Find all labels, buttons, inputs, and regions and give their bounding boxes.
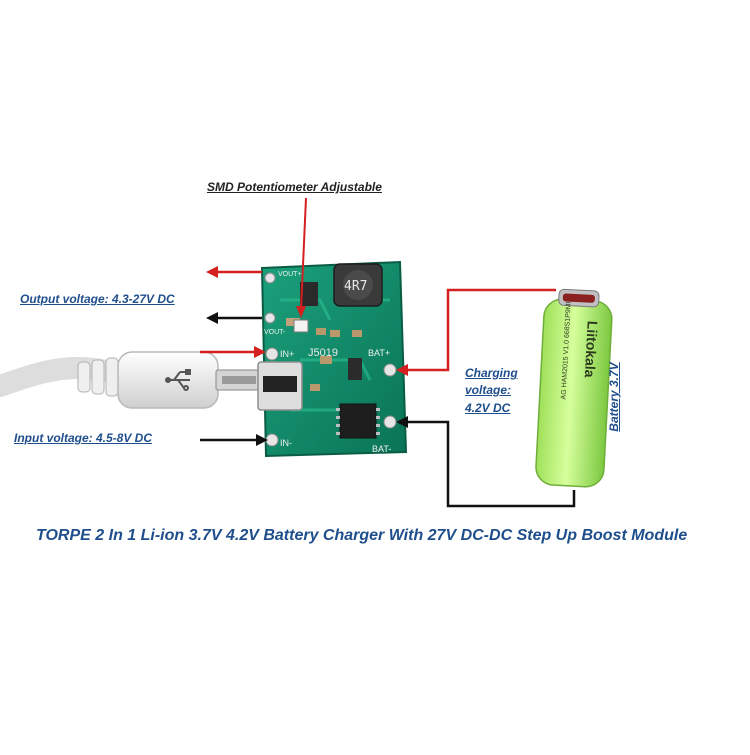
inductor-code: 4R7 — [344, 279, 367, 294]
pad-bat-plus-label: BAT+ — [368, 348, 390, 358]
usb-cable — [0, 352, 262, 408]
pad-vout-minus-label: VOUT- — [264, 329, 286, 336]
product-title: TORPE 2 In 1 Li-ion 3.7V 4.2V Battery Ch… — [36, 527, 687, 545]
output-positive-arrow — [206, 266, 218, 278]
battery-cell: Liitokala AG HAM2015 V1.0 668S1P9MI — [535, 288, 613, 487]
output-negative-arrow — [206, 312, 218, 324]
pad-vout-plus-label: VOUT+ — [278, 271, 302, 278]
chip-label: J5019 — [308, 347, 338, 359]
output-voltage-label: Output voltage: 4.3-27V DC — [20, 292, 175, 306]
input-voltage-label: Input voltage: 4.5-8V DC — [14, 431, 152, 445]
charging-voltage-label-line3: 4.2V DC — [465, 401, 510, 415]
pad-in-plus-label: IN+ — [280, 349, 294, 359]
pcb-board: 4R7 J5019 IN+ IN- BAT+ BAT- VOUT+ VOUT- — [258, 262, 406, 456]
pad-in-minus-label: IN- — [280, 438, 292, 448]
pad-bat-minus-label: BAT- — [372, 444, 391, 454]
battery-label: Battery 3.7V — [607, 352, 621, 442]
potentiometer-label: SMD Potentiometer Adjustable — [207, 180, 382, 194]
charging-voltage-label-line2: voltage: — [465, 383, 511, 397]
charging-voltage-label-line1: Charging — [465, 366, 518, 380]
battery-brand: Liitokala — [582, 320, 601, 378]
